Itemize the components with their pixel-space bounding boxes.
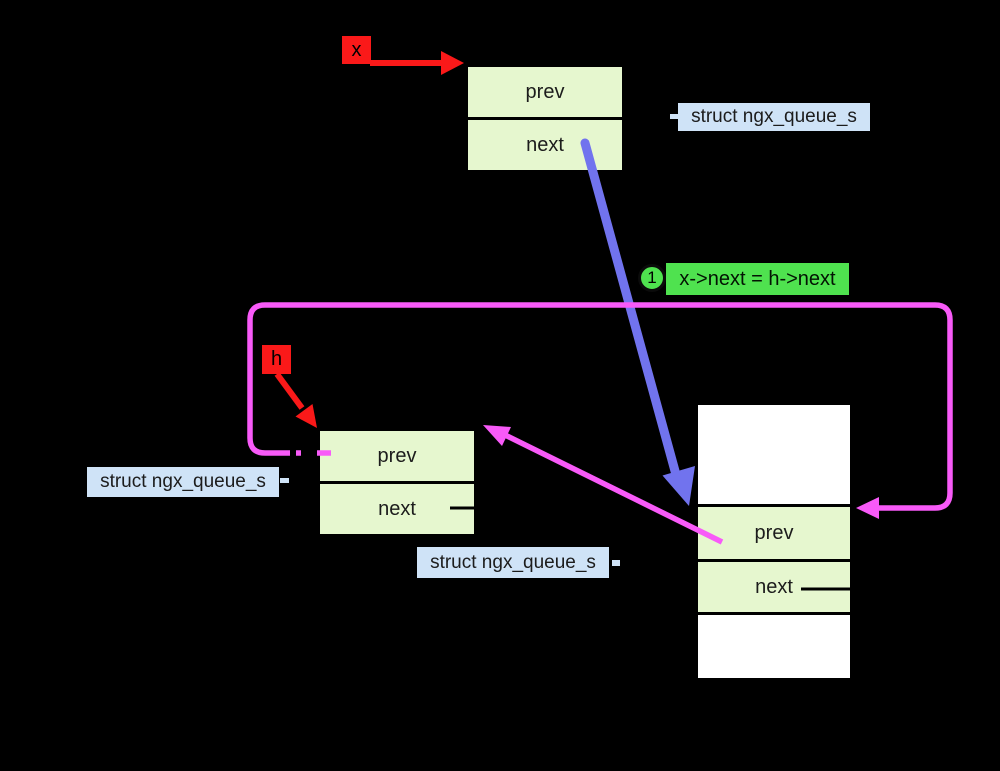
h-pointer-tag: h <box>262 345 291 374</box>
x-node-cell-next: next <box>468 120 622 170</box>
h-node-box: prev next <box>317 428 477 537</box>
tail-node-cell-prev: prev <box>698 507 850 562</box>
magenta-prev-arrow-icon <box>483 425 724 545</box>
tail-node-cell-data-bottom <box>698 615 850 678</box>
x-node-box: prev next <box>465 64 625 173</box>
step-code-label: x->next = h->next <box>666 263 849 295</box>
struct-label-left: struct ngx_queue_s <box>87 467 279 497</box>
label-leader-dash <box>612 560 620 566</box>
h-node-cell-next: next <box>320 484 474 534</box>
tail-node-cell-data-top <box>698 405 850 507</box>
label-leader-dash <box>670 114 678 119</box>
x-node-cell-prev: prev <box>468 67 622 120</box>
tail-node-cell-next: next <box>698 562 850 615</box>
blue-assignment-arrow-icon <box>580 138 695 506</box>
label-leader-dash <box>280 478 289 483</box>
h-node-cell-prev: prev <box>320 431 474 484</box>
struct-label-bottom: struct ngx_queue_s <box>417 547 609 578</box>
struct-label-top: struct ngx_queue_s <box>678 103 870 131</box>
x-pointer-tag: x <box>342 36 371 64</box>
step-number-badge: 1 <box>638 264 666 292</box>
tail-node-box: prev next <box>695 402 853 681</box>
red-h-pointer-arrow-icon <box>274 372 317 428</box>
red-x-pointer-arrow-icon <box>370 51 464 75</box>
